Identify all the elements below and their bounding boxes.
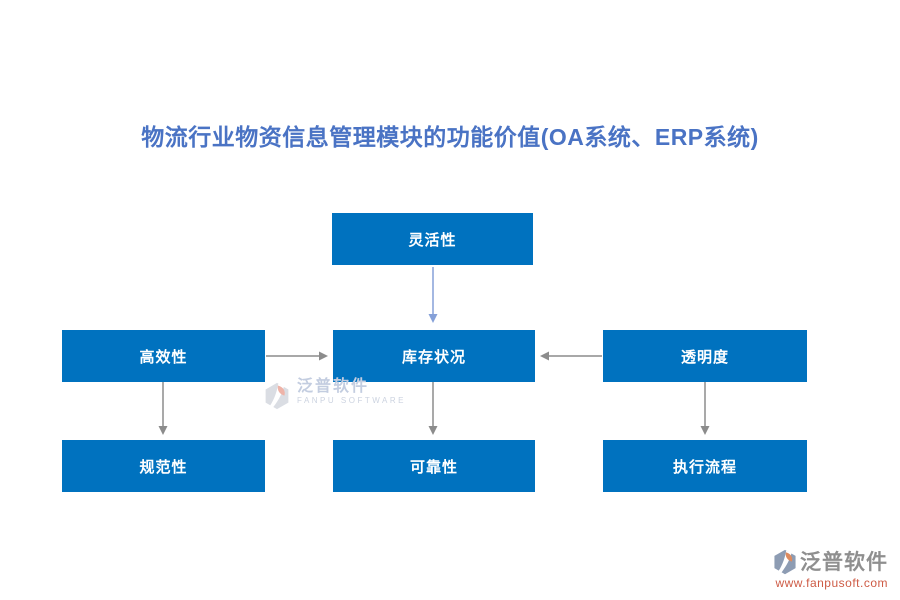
- node-standardization: 规范性: [62, 440, 265, 492]
- node-transparency: 透明度: [603, 330, 807, 382]
- node-flexibility: 灵活性: [332, 213, 533, 265]
- corner-watermark-brand: 泛普软件: [800, 550, 888, 574]
- node-execution-process: 执行流程: [603, 440, 807, 492]
- fanpu-logo-icon: [774, 549, 796, 575]
- page-title: 物流行业物资信息管理模块的功能价值(OA系统、ERP系统): [141, 124, 759, 150]
- node-reliability: 可靠性: [333, 440, 535, 492]
- node-efficiency: 高效性: [62, 330, 265, 382]
- corner-watermark: 泛普软件 www.fanpusoft.com: [772, 549, 888, 590]
- node-inventory-status: 库存状况: [333, 330, 535, 382]
- fanpu-logo-icon: [265, 382, 289, 410]
- corner-watermark-url: www.fanpusoft.com: [775, 576, 888, 590]
- center-watermark-brand: 泛普软件: [297, 378, 370, 395]
- center-watermark-subtitle: FANPU SOFTWARE: [297, 396, 406, 405]
- center-watermark: 泛普软件 FANPU SOFTWARE: [263, 378, 406, 410]
